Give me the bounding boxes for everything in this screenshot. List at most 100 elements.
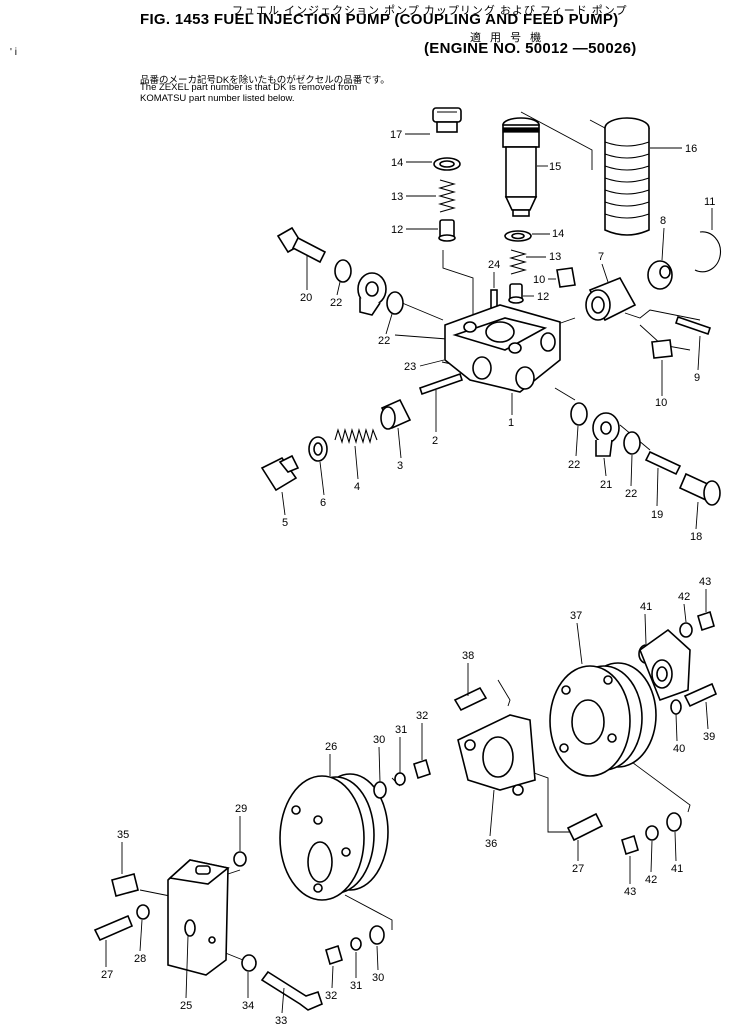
callout-38: 38 (462, 650, 474, 662)
part-31-washer-a (394, 772, 406, 786)
callout-29: 29 (235, 803, 247, 815)
callout-13: 13 (549, 251, 561, 263)
figure-title: FIG. 1453 FUEL INJECTION PUMP (COUPLING … (140, 11, 619, 28)
part-20-banjo-bolt (276, 226, 327, 264)
callout-27: 27 (572, 863, 584, 875)
callout-30: 30 (372, 972, 384, 984)
part-42-washer-upper (679, 622, 693, 638)
callout-31: 31 (350, 980, 362, 992)
part-29-washer (233, 851, 247, 867)
part-11-snap-ring (694, 231, 722, 273)
applicable-label-jp: 適 用 号 機 (470, 32, 545, 44)
callout-19: 19 (651, 509, 663, 521)
part-33-bolt (260, 970, 323, 1011)
part-37-coupling-flange (549, 662, 657, 777)
note-japanese: 品番のメーカ記号DKを除いたものがゼクセルの品番です。 (140, 75, 390, 86)
callout-22: 22 (378, 335, 390, 347)
callout-35: 35 (117, 829, 129, 841)
callout-26: 26 (325, 741, 337, 753)
callout-43: 43 (699, 576, 711, 588)
callout-37: 37 (570, 610, 582, 622)
part-22-washer-b (386, 291, 404, 315)
part-42-washer-lower (645, 825, 659, 841)
part-22-washer-d (623, 431, 641, 455)
callout-36: 36 (485, 838, 497, 850)
callout-12: 12 (391, 224, 403, 236)
callout-41: 41 (640, 601, 652, 613)
callout-24: 24 (488, 259, 500, 271)
callout-13: 13 (391, 191, 403, 203)
part-4-spring (334, 428, 378, 444)
part-30-collar-a (373, 781, 387, 799)
engine-number-range: (ENGINE NO. 50012 —50026) (424, 40, 637, 57)
callout-22: 22 (568, 459, 580, 471)
callout-34: 34 (242, 1000, 254, 1012)
part-9-pin (674, 315, 712, 336)
callout-32: 32 (416, 710, 428, 722)
part-30-collar-b (369, 925, 385, 945)
japanese-subtitle: フュエル インジェクション ポンプ カップリング および フィード ポンプ (232, 5, 628, 17)
callout-9: 9 (694, 372, 700, 384)
callout-41: 41 (671, 863, 683, 875)
callout-14: 14 (552, 228, 564, 240)
callout-5: 5 (282, 517, 288, 529)
part-31-washer-b (350, 937, 362, 951)
part-10-key-upper (556, 267, 576, 288)
part-39-bolt (683, 682, 718, 708)
callout-12: 12 (537, 291, 549, 303)
callout-40: 40 (673, 743, 685, 755)
callout-18: 18 (690, 531, 702, 543)
callout-21: 21 (600, 479, 612, 491)
callout-10: 10 (655, 397, 667, 409)
part-32-nut-a (413, 758, 431, 780)
part-22-washer-c (570, 402, 588, 426)
callout-2: 2 (432, 435, 438, 447)
callout-28: 28 (134, 953, 146, 965)
part-36-flange-plate (457, 714, 536, 796)
part-26-coupling-disc (279, 773, 389, 901)
part-12-valve-lower (508, 283, 524, 304)
part-41-collar-lower (666, 812, 682, 832)
part-7-coupling (585, 276, 637, 322)
callout-1: 1 (508, 417, 514, 429)
callout-16: 16 (685, 143, 697, 155)
part-10-key-lower (651, 339, 673, 359)
callout-17: 17 (390, 129, 402, 141)
callout-31: 31 (395, 724, 407, 736)
part-25-bracket (167, 859, 230, 976)
callout-39: 39 (703, 731, 715, 743)
callout-15: 15 (549, 161, 561, 173)
part-19-bolt (644, 450, 682, 476)
margin-mark: ' i (10, 47, 17, 58)
callout-4: 4 (354, 481, 360, 493)
callout-6: 6 (320, 497, 326, 509)
callout-8: 8 (660, 215, 666, 227)
part-13-spring-upper (437, 179, 457, 213)
part-43-nut-upper (697, 610, 715, 632)
part-8-bushing (647, 260, 673, 290)
part-27-bolt-a (566, 812, 604, 842)
part-2-rod (418, 372, 464, 396)
part-22-washer-a (334, 259, 352, 283)
part-28-washer (136, 904, 150, 920)
part-43-nut-lower (621, 834, 639, 856)
part-17-plug (432, 107, 462, 133)
part-1-pump-body (444, 304, 561, 393)
callout-27: 27 (101, 969, 113, 981)
part-35-key (111, 873, 139, 897)
note-english-line1: The ZEXEL part number is that DK is remo… (140, 82, 358, 93)
part-15-priming-pump (502, 117, 540, 217)
part-3-tappet (380, 398, 412, 430)
part-40-washer (670, 699, 682, 715)
callout-42: 42 (645, 874, 657, 886)
callout-20: 20 (300, 292, 312, 304)
callout-10: 10 (533, 274, 545, 286)
part-5-plug (260, 454, 300, 492)
part-16-rubber-boot (604, 117, 650, 236)
part-18-banjo-bolt (678, 472, 721, 506)
callout-43: 43 (624, 886, 636, 898)
callout-labels: 17 14 13 12 15 16 14 13 12 24 10 7 8 11 … (101, 129, 715, 1026)
part-32-nut-b (325, 944, 343, 966)
callout-11: 11 (704, 196, 715, 208)
